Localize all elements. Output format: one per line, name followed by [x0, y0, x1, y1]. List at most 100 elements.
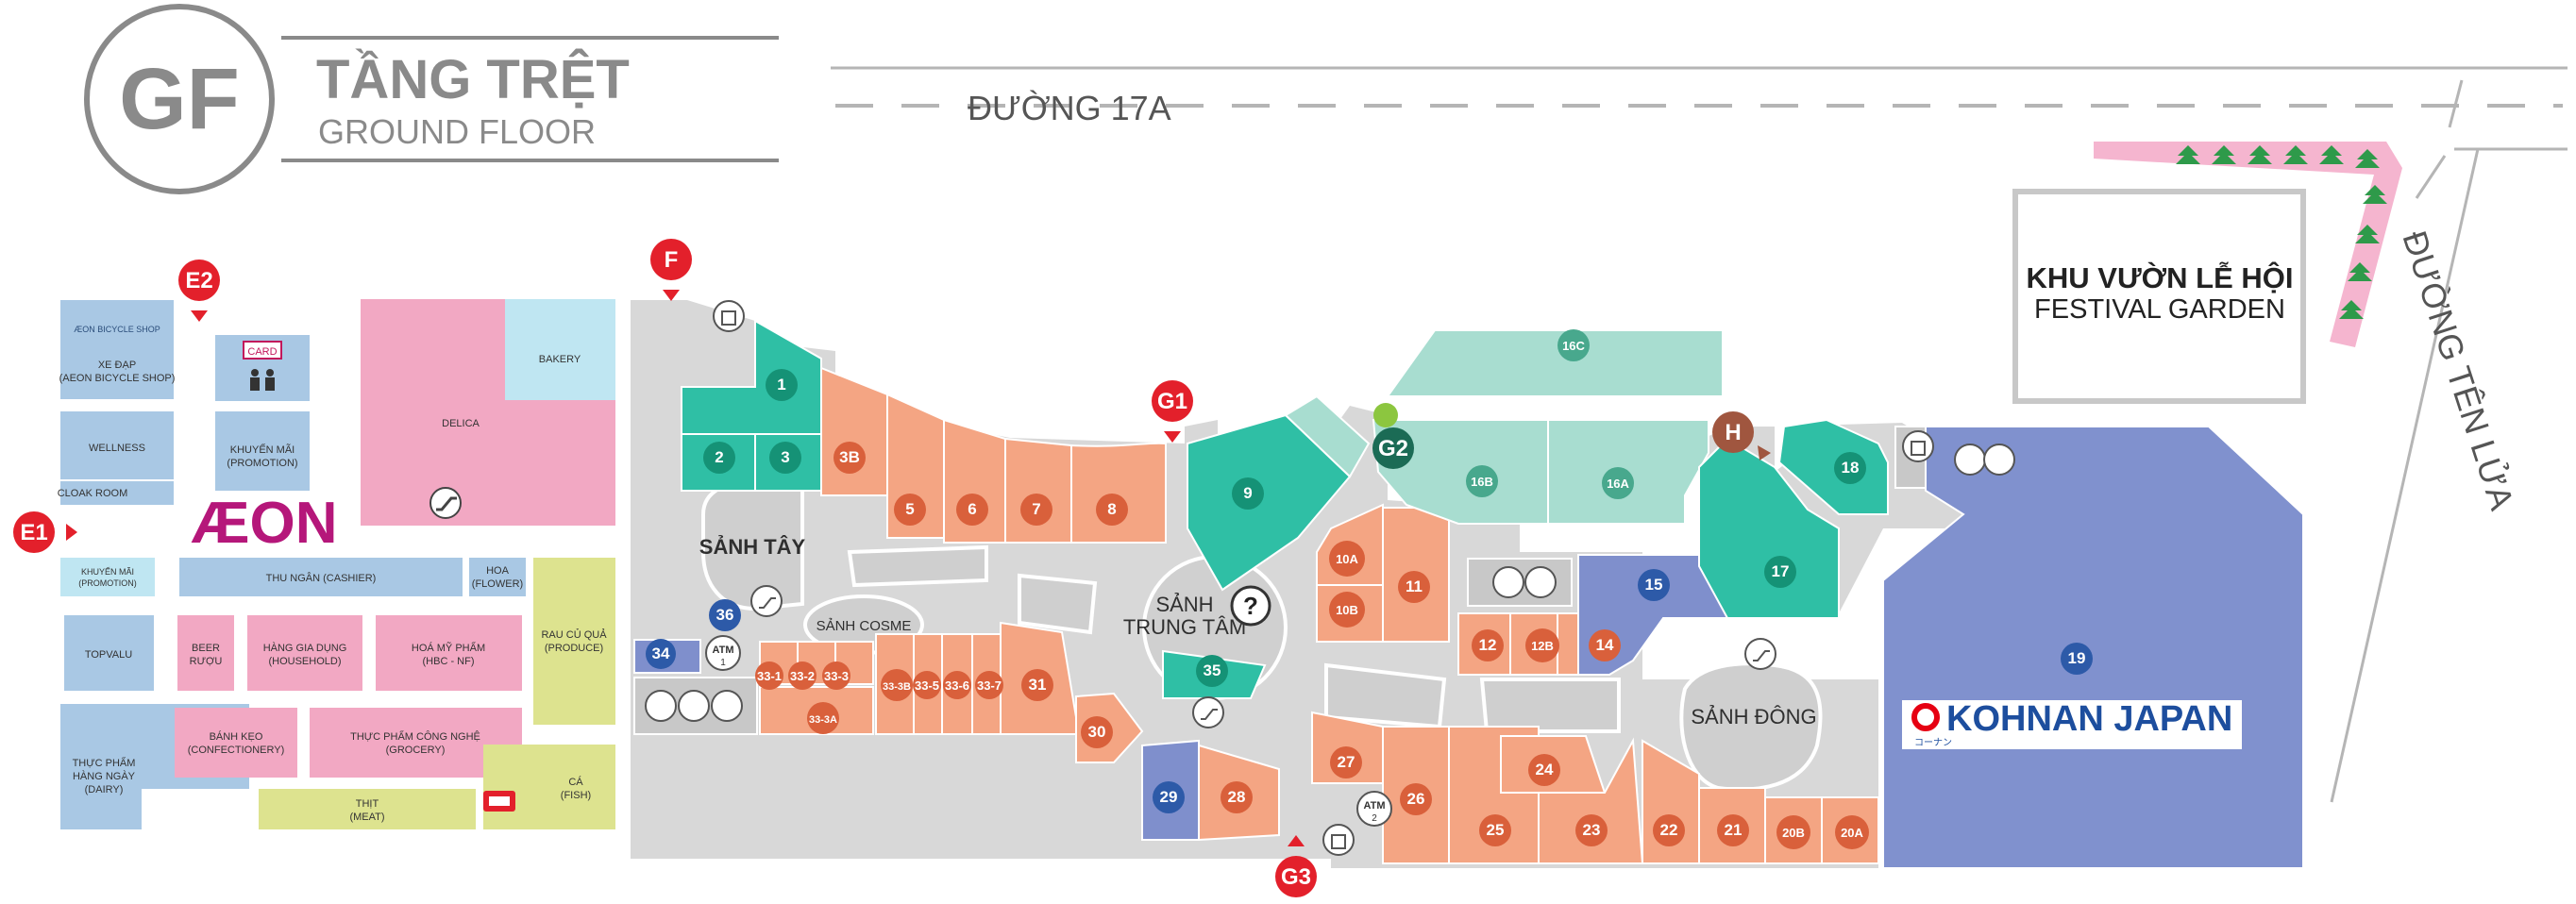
unit-10a-marker[interactable]: 10A	[1329, 541, 1365, 577]
unit-marker-label: 33-3	[824, 669, 849, 683]
unit-23-marker[interactable]: 23	[1575, 814, 1608, 846]
atm-2[interactable]: ATM 2	[1356, 791, 1392, 827]
unit-31-marker[interactable]: 31	[1021, 669, 1053, 701]
unit-24-marker[interactable]: 24	[1528, 754, 1560, 786]
unit-18-marker[interactable]: 18	[1834, 452, 1866, 484]
unit-8-marker[interactable]: 8	[1096, 494, 1128, 526]
entrance-h[interactable]: H	[1712, 411, 1771, 460]
dept-household[interactable]	[247, 615, 362, 691]
unit-7-shape[interactable]	[1004, 437, 1072, 544]
entrance-label: F	[665, 247, 679, 273]
unit-25-marker[interactable]: 25	[1479, 814, 1511, 846]
dept-promotion-top[interactable]	[215, 411, 310, 491]
unit-17-marker[interactable]: 17	[1764, 556, 1796, 588]
unit-12b-marker[interactable]: 12B	[1525, 628, 1559, 662]
entrance-g1[interactable]: G1	[1152, 380, 1193, 443]
unit-2-marker[interactable]: 2	[703, 442, 735, 474]
unit-1-marker[interactable]: 1	[766, 369, 798, 401]
dept-flower[interactable]	[469, 558, 526, 596]
entrance-g3[interactable]: G3	[1275, 835, 1317, 897]
wheelchair-icon[interactable]	[1983, 444, 2015, 476]
unit-35-marker[interactable]: 35	[1196, 655, 1228, 687]
dept-promotion-top-2: (PROMOTION)	[227, 458, 297, 469]
entrance-f[interactable]: F	[650, 239, 692, 301]
unit-14-marker[interactable]: 14	[1589, 629, 1621, 661]
unit-16c-marker[interactable]: 16C	[1557, 329, 1590, 361]
unit-10b-marker[interactable]: 10B	[1329, 592, 1365, 628]
dept-fish[interactable]	[483, 745, 615, 829]
dept-meat-1: THỊT	[356, 798, 379, 810]
restroom-icon[interactable]	[1492, 566, 1524, 598]
dept-bakery[interactable]	[505, 299, 615, 400]
dept-bicycle-shop[interactable]	[60, 300, 174, 399]
baby-care-icon[interactable]	[711, 690, 743, 722]
unit-33-2-marker[interactable]: 33-2	[788, 661, 817, 690]
unit-26-marker[interactable]: 26	[1400, 783, 1432, 815]
unit-33-3b-marker[interactable]: 33-3B	[881, 669, 913, 701]
unit-19-marker[interactable]: 19	[2061, 643, 2093, 675]
unit-16b-marker[interactable]: 16B	[1466, 465, 1498, 497]
restroom-icon[interactable]	[1954, 444, 1986, 476]
elevator-icon[interactable]	[1902, 430, 1934, 462]
kohnan-logo-sub: コーナン	[1914, 737, 1952, 748]
dept-hbc[interactable]	[376, 615, 522, 691]
unit-6-marker[interactable]: 6	[956, 494, 988, 526]
unit-33-7-marker[interactable]: 33-7	[975, 671, 1003, 699]
unit-15-marker[interactable]: 15	[1638, 569, 1670, 601]
dept-cashier[interactable]	[179, 558, 463, 596]
unit-36-marker[interactable]: 36	[709, 599, 741, 631]
dept-cloak-room[interactable]	[60, 481, 174, 505]
unit-8-shape[interactable]	[1070, 442, 1167, 544]
escalator-icon[interactable]	[1744, 638, 1776, 670]
unit-23-shape[interactable]	[1538, 737, 1644, 864]
dept-topvalu[interactable]	[64, 615, 154, 691]
unit-33-5-marker[interactable]: 33-5	[913, 671, 941, 699]
dept-meat[interactable]	[259, 789, 476, 829]
wheelchair-icon[interactable]	[1524, 566, 1557, 598]
unit-33-3-marker[interactable]: 33-3	[822, 661, 850, 690]
unit-30-marker[interactable]: 30	[1081, 716, 1113, 748]
dept-wellness[interactable]	[60, 411, 174, 479]
unit-5-marker[interactable]: 5	[894, 494, 926, 526]
escalator-icon[interactable]	[750, 585, 783, 617]
unit-18-shape[interactable]	[1777, 418, 1889, 515]
unit-16c-shape[interactable]	[1386, 329, 1724, 397]
unit-20a-marker[interactable]: 20A	[1835, 815, 1869, 849]
unit-9-marker[interactable]: 9	[1232, 477, 1264, 510]
unit-33-3a-marker[interactable]: 33-3A	[807, 702, 839, 734]
unit-3b-shape[interactable]	[820, 366, 888, 496]
unit-12-marker[interactable]: 12	[1472, 629, 1504, 661]
unit-34-marker[interactable]: 34	[646, 639, 676, 669]
unit-3-marker[interactable]: 3	[769, 442, 801, 474]
dept-confectionery[interactable]	[175, 708, 297, 778]
kohnan-logo[interactable]: KOHNAN JAPAN コーナン	[1902, 699, 2242, 749]
unit-16a-marker[interactable]: 16A	[1602, 467, 1634, 499]
unit-19-shape[interactable]	[1882, 426, 2304, 869]
dept-produce[interactable]	[533, 558, 615, 725]
unit-33-6-marker[interactable]: 33-6	[943, 671, 971, 699]
entrance-badge	[650, 239, 692, 280]
dept-beer[interactable]	[177, 615, 234, 691]
unit-28-marker[interactable]: 28	[1221, 781, 1253, 813]
unit-3b-marker[interactable]: 3B	[833, 442, 866, 474]
unit-11-marker[interactable]: 11	[1398, 571, 1430, 603]
unit-33-1-marker[interactable]: 33-1	[755, 661, 783, 690]
atm-1[interactable]: ATM 1	[705, 635, 741, 671]
unit-22-marker[interactable]: 22	[1653, 814, 1685, 846]
elevator-icon[interactable]	[1322, 824, 1355, 856]
entrance-e2[interactable]: E2	[178, 259, 220, 322]
entrance-g2[interactable]: G2	[1372, 427, 1414, 469]
dept-promotion-left[interactable]	[60, 558, 155, 596]
restroom-icon[interactable]	[645, 690, 677, 722]
wheelchair-icon[interactable]	[678, 690, 710, 722]
info-desk[interactable]: ?	[1230, 585, 1271, 627]
unit-27-marker[interactable]: 27	[1330, 746, 1362, 778]
unit-9-accent[interactable]	[1284, 394, 1371, 478]
unit-20b-marker[interactable]: 20B	[1776, 815, 1810, 849]
escalator-icon[interactable]	[1192, 696, 1224, 728]
unit-21-marker[interactable]: 21	[1717, 814, 1749, 846]
elevator-icon[interactable]	[713, 300, 745, 332]
entrance-e1[interactable]: E1	[13, 511, 77, 553]
unit-29-marker[interactable]: 29	[1153, 781, 1185, 813]
unit-7-marker[interactable]: 7	[1020, 494, 1052, 526]
